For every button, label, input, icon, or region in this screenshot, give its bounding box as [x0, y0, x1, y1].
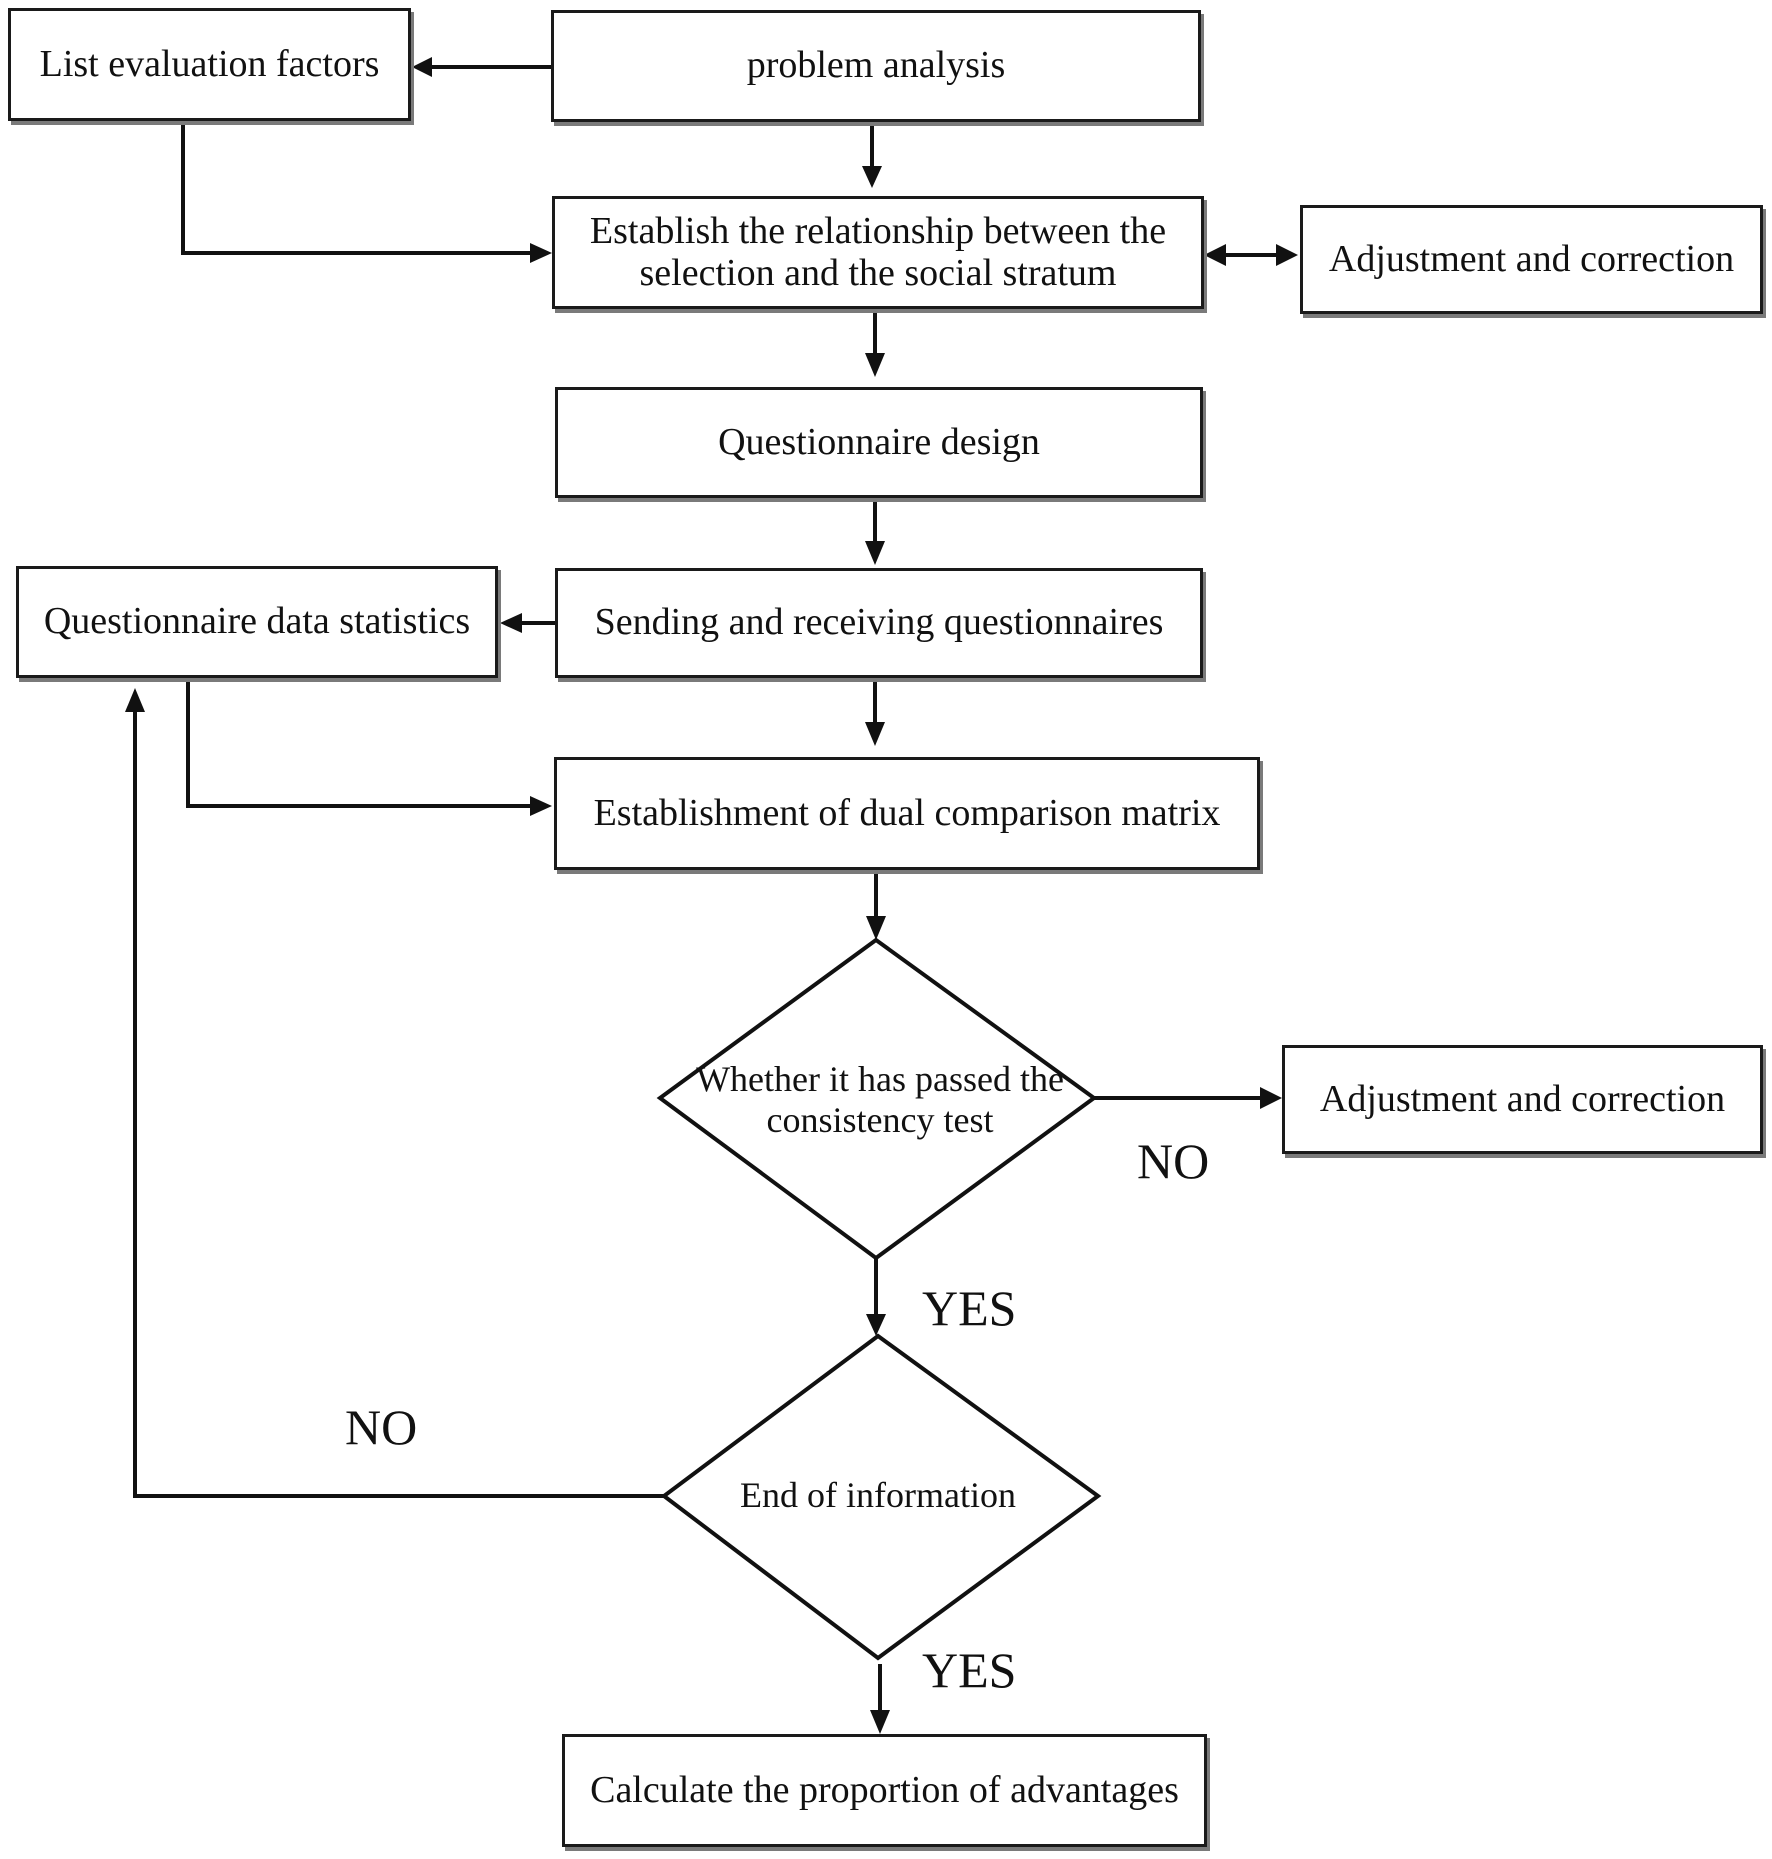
arrowhead-consistency — [866, 916, 886, 940]
calculate-proportion-label: Calculate the proportion of advantages — [590, 1768, 1179, 1811]
end-of-information-diamond — [660, 1333, 1102, 1661]
consistency-test-label: Whether it has passed the consistency te… — [696, 1058, 1064, 1140]
consistency-yes-label: YES — [922, 1280, 1017, 1336]
questionnaire-data-statistics-label: Questionnaire data statistics — [43, 600, 471, 643]
end-yes-label: YES — [922, 1642, 1017, 1698]
problem-analysis-box: problem analysis — [551, 10, 1201, 122]
consistency-no-label: NO — [1137, 1133, 1210, 1189]
questionnaire-design-label: Questionnaire design — [718, 420, 1040, 463]
questionnaire-design-box: Questionnaire design — [555, 387, 1203, 498]
adjustment-correction-mid-box: Adjustment and correction — [1282, 1045, 1763, 1154]
dual-comparison-matrix-label: Establishment of dual comparison matrix — [593, 791, 1221, 834]
adjustment-correction-mid-label: Adjustment and correction — [1319, 1077, 1726, 1120]
arrowhead-adjust-mid — [1260, 1087, 1282, 1109]
adjustment-correction-top-label: Adjustment and correction — [1328, 237, 1735, 280]
arrow-end-no-to-statistics — [133, 710, 664, 1498]
sending-receiving-box: Sending and receiving questionnaires — [555, 568, 1203, 678]
arrowhead-statistics — [500, 613, 522, 633]
sending-receiving-label: Sending and receiving questionnaires — [594, 601, 1164, 644]
arrowhead-matrix-top — [865, 722, 885, 746]
arrow-factors-to-relationship — [181, 122, 532, 255]
arrowhead-design — [865, 353, 885, 377]
arrowhead-adjust-top-left — [1204, 244, 1226, 266]
list-evaluation-factors-label: List evaluation factors — [39, 42, 380, 85]
arrowhead-statistics-loop — [125, 688, 145, 712]
questionnaire-data-statistics-box: Questionnaire data statistics — [16, 566, 498, 678]
arrowhead-relationship-top — [862, 166, 882, 188]
adjustment-correction-top-box: Adjustment and correction — [1300, 205, 1763, 314]
establish-relationship-label: Establish the relationship between the s… — [589, 210, 1167, 294]
arrowhead-end-info — [866, 1314, 886, 1336]
establish-relationship-box: Establish the relationship between the s… — [552, 196, 1204, 309]
arrowhead-calculate — [870, 1710, 890, 1734]
arrowhead-matrix-left — [530, 796, 552, 816]
list-evaluation-factors-box: List evaluation factors — [8, 8, 411, 121]
arrowhead-adjust-top-right — [1276, 244, 1298, 266]
arrowhead-relationship-left — [530, 243, 552, 263]
arrow-statistics-to-matrix — [186, 678, 532, 808]
problem-analysis-label: problem analysis — [746, 44, 1006, 87]
consistency-test-text: Whether it has passed the consistency te… — [690, 1030, 1070, 1170]
end-no-label: NO — [345, 1399, 418, 1455]
calculate-proportion-box: Calculate the proportion of advantages — [562, 1734, 1207, 1847]
arrowhead-sending — [865, 541, 885, 565]
dual-comparison-matrix-box: Establishment of dual comparison matrix — [554, 757, 1260, 870]
end-of-information-text: End of information — [700, 1466, 1056, 1526]
arrowhead-factors — [412, 57, 432, 77]
end-of-information-label: End of information — [740, 1475, 1016, 1516]
